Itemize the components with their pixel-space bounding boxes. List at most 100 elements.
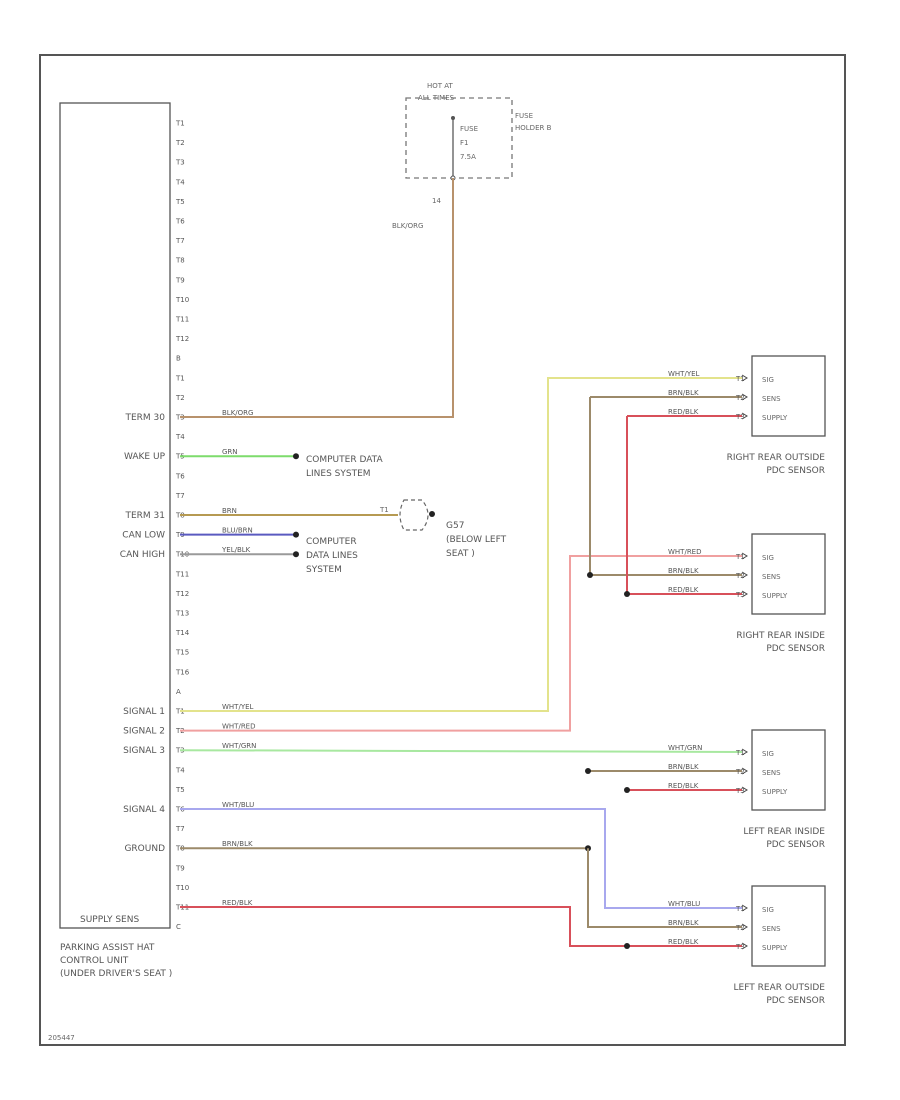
control-unit-caption-line-2: (UNDER DRIVER'S SEAT ) [60, 969, 172, 979]
terminal-pin-26: T14 [175, 629, 190, 637]
wire-supply [180, 906, 742, 947]
terminal-pin-8: T9 [175, 276, 185, 284]
sensor-1-pin-label-1: SENS [762, 573, 781, 581]
sensor-1-pin-label-0: SIG [762, 554, 774, 562]
sensor-3-pin-label-0: SIG [762, 906, 774, 914]
fuse-holder-outline [405, 97, 513, 179]
terminal-pin-29: A [176, 688, 181, 696]
splice-wakeup [293, 453, 299, 460]
terminal-label-30: SIGNAL 1 [123, 707, 165, 717]
sensor-3-pin-1: T2 [735, 924, 745, 932]
ground-label-2: (BELOW LEFT [446, 535, 507, 545]
terminal-label-37: GROUND [124, 844, 165, 854]
terminal-pin-17: T5 [175, 453, 185, 461]
ground-label-1: G57 [446, 521, 464, 531]
sensor-0-wire-label-1: BRN/BLK [668, 389, 699, 397]
fuse-pin-label: 14 [432, 197, 441, 205]
terminal-pin-9: T10 [175, 296, 189, 304]
sensor-3-pin-label-1: SENS [762, 925, 781, 933]
sensor-2-pin-label-2: SUPPLY [762, 788, 788, 796]
sensor-2-pin-label-0: SIG [762, 750, 774, 758]
fuse-name-3: 7.5A [460, 153, 476, 161]
wire-signal-1 [180, 377, 742, 712]
ground-point-g57: T1 G57 (BELOW LEFT SEAT ) [379, 499, 507, 559]
terminal-pin-33: T4 [175, 766, 185, 774]
wire-label-wakeup: GRN [222, 448, 238, 456]
ref1-line-1: COMPUTER DATA [306, 455, 383, 465]
sensor-2-wire-label-1: BRN/BLK [668, 763, 699, 771]
splice-ground-s2 [585, 768, 591, 774]
fuse-terminal-top [451, 116, 455, 120]
wire-label-signal-3: WHT/GRN [222, 742, 256, 750]
wire-label-signal-1: WHT/YEL [222, 703, 254, 711]
splice-supply-s2 [624, 787, 630, 793]
terminal-pin-18: T6 [175, 472, 185, 480]
terminal-pin-23: T11 [175, 570, 189, 578]
terminal-pin-20: T8 [175, 512, 185, 520]
wires: BLK/ORGGRNBRNBLU/BRNYEL/BLKWHT/YELWHT/RE… [179, 178, 748, 950]
terminal-pin-15: T3 [175, 414, 185, 422]
sensor-3-pin-2: T3 [735, 943, 745, 951]
pdc-sensor-box-2 [751, 729, 826, 811]
terminal-pin-6: T7 [175, 237, 185, 245]
sensor-3-pin-0: T1 [735, 905, 745, 913]
sensor-2-pin-label-1: SENS [762, 769, 781, 777]
ground-pin-label: T1 [379, 506, 389, 514]
wire-signal-2 [180, 555, 742, 732]
fuse-wire-label: BLK/ORG [392, 222, 423, 230]
terminal-pin-39: T10 [175, 884, 189, 892]
fuse-holder: HOT AT ALL TIMES FUSE F1 7.5A FUSE HOLDE… [392, 82, 552, 230]
splice-can-high [293, 551, 299, 558]
sensor-1-pin-2: T3 [735, 591, 745, 599]
sensor-1-pin-0: T1 [735, 553, 745, 561]
ref2-line-3: SYSTEM [306, 565, 342, 575]
fuse-holder-label-2: HOLDER B [515, 124, 552, 132]
sensor-0-pin-label-0: SIG [762, 376, 774, 384]
ref2-line-2: DATA LINES [306, 551, 358, 561]
pdc-sensor-box-1 [751, 533, 826, 615]
sensor-0-pin-0: T1 [735, 375, 745, 383]
sensor-3-arrow-0 [741, 904, 748, 912]
computer-data-lines-ref-2: COMPUTER DATA LINES SYSTEM [306, 537, 358, 575]
terminal-label-17: WAKE UP [124, 452, 166, 462]
wire-signal-4 [180, 808, 742, 909]
terminal-pin-30: T1 [175, 708, 185, 716]
sensor-0-pin-label-2: SUPPLY [762, 414, 788, 422]
terminal-pin-2: T3 [175, 159, 185, 167]
sensor-0-arrow-0 [741, 374, 748, 382]
sensor-1-pin-label-2: SUPPLY [762, 592, 788, 600]
wire-label-term30: BLK/ORG [222, 409, 253, 417]
sensor-2-arrow-2 [741, 786, 748, 794]
terminal-pin-11: T12 [175, 335, 189, 343]
ground-label-3: SEAT ) [446, 549, 475, 559]
diagram-frame [39, 54, 846, 1046]
sensor-3-wire-label-0: WHT/BLU [668, 900, 700, 908]
sensor-0-arrow-1 [741, 393, 748, 401]
ref2-line-1: COMPUTER [306, 537, 357, 547]
terminal-pin-16: T4 [175, 433, 185, 441]
terminal-pin-27: T15 [175, 649, 189, 657]
ground-terminal [429, 511, 435, 517]
sensor-1-arrow-2 [741, 590, 748, 598]
terminal-pin-38: T9 [175, 864, 185, 872]
wire-label-signal-2: WHT/RED [222, 723, 256, 731]
pdc-sensor-box-0 [751, 355, 826, 437]
terminal-pin-32: T3 [175, 747, 185, 755]
sensor-2-name-1: PDC SENSOR [766, 840, 825, 850]
diagram-id: 205447 [48, 1034, 75, 1042]
terminal-pin-12: B [176, 355, 181, 363]
fuse-name-1: FUSE [460, 125, 478, 133]
terminal-label-35: SIGNAL 4 [123, 805, 165, 815]
sensor-1-name-1: PDC SENSOR [766, 644, 825, 654]
terminal-pin-24: T12 [175, 590, 189, 598]
wire-label-supply: RED/BLK [222, 899, 253, 907]
terminal-pin-14: T2 [175, 394, 185, 402]
terminal-pin-31: T2 [175, 727, 185, 735]
terminal-label-15: TERM 30 [124, 413, 165, 423]
sensor-1-arrow-1 [741, 571, 748, 579]
terminal-label-20: TERM 31 [124, 511, 165, 521]
wire-signal-3 [179, 749, 743, 753]
